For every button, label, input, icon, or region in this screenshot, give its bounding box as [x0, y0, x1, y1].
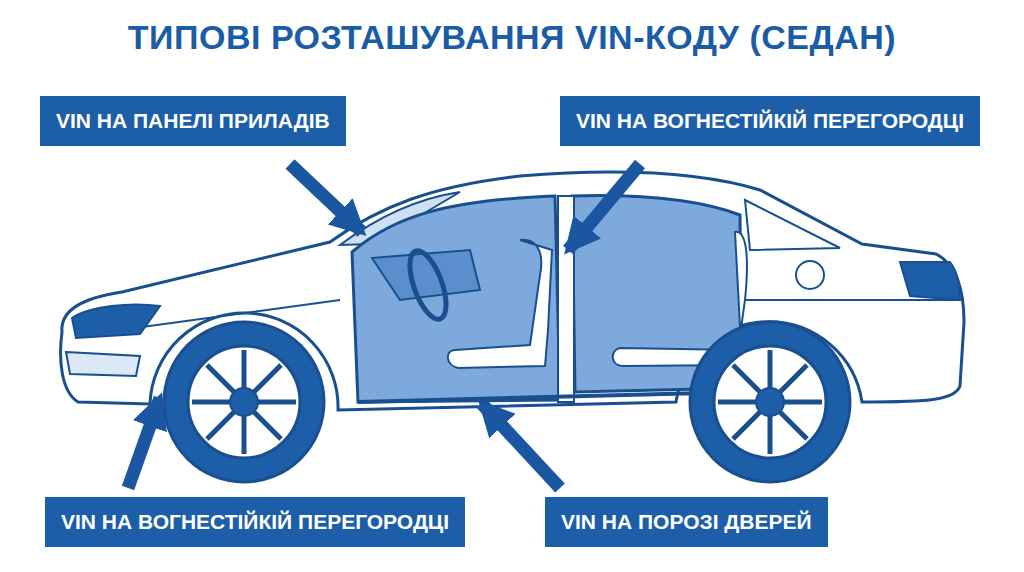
callout-label: VIN НА ПОРОЗІ ДВЕРЕЙ: [561, 510, 812, 533]
steering-wheel: [403, 246, 454, 323]
callout-label: VIN НА ВОГНЕСТІЙКІЙ ПЕРЕГОРОДЦІ: [61, 510, 449, 533]
callout-box: VIN НА ПАНЕЛІ ПРИЛАДІВ: [40, 96, 346, 146]
b-pillar: [558, 196, 574, 402]
diagram-title: ТИПОВІ РОЗТАШУВАННЯ VIN-КОДУ (СЕДАН): [0, 18, 1024, 57]
front-door-opening: [352, 196, 560, 402]
pointer-arrow: [568, 164, 640, 250]
pointer-arrow: [482, 404, 560, 488]
fuel-cap: [796, 261, 824, 289]
callout-box: VIN НА ВОГНЕСТІЙКІЙ ПЕРЕГОРОДЦІ: [560, 96, 980, 146]
callout-box: VIN НА ВОГНЕСТІЙКІЙ ПЕРЕГОРОДЦІ: [45, 497, 465, 547]
rear-window: [745, 200, 840, 250]
grille: [66, 352, 140, 376]
headlight: [72, 305, 160, 339]
front-seat: [448, 240, 552, 368]
callout-box: VIN НА ПОРОЗІ ДВЕРЕЙ: [545, 497, 828, 547]
callout-label: VIN НА ПАНЕЛІ ПРИЛАДІВ: [56, 109, 330, 132]
taillight: [900, 262, 960, 300]
callout-label: VIN НА ВОГНЕСТІЙКІЙ ПЕРЕГОРОДЦІ: [576, 109, 964, 132]
pointer-arrow: [128, 398, 160, 488]
front-wheel: [164, 322, 324, 482]
door-sill: [358, 392, 742, 402]
pointer-arrow: [290, 164, 362, 232]
rear-wheel: [690, 322, 850, 482]
